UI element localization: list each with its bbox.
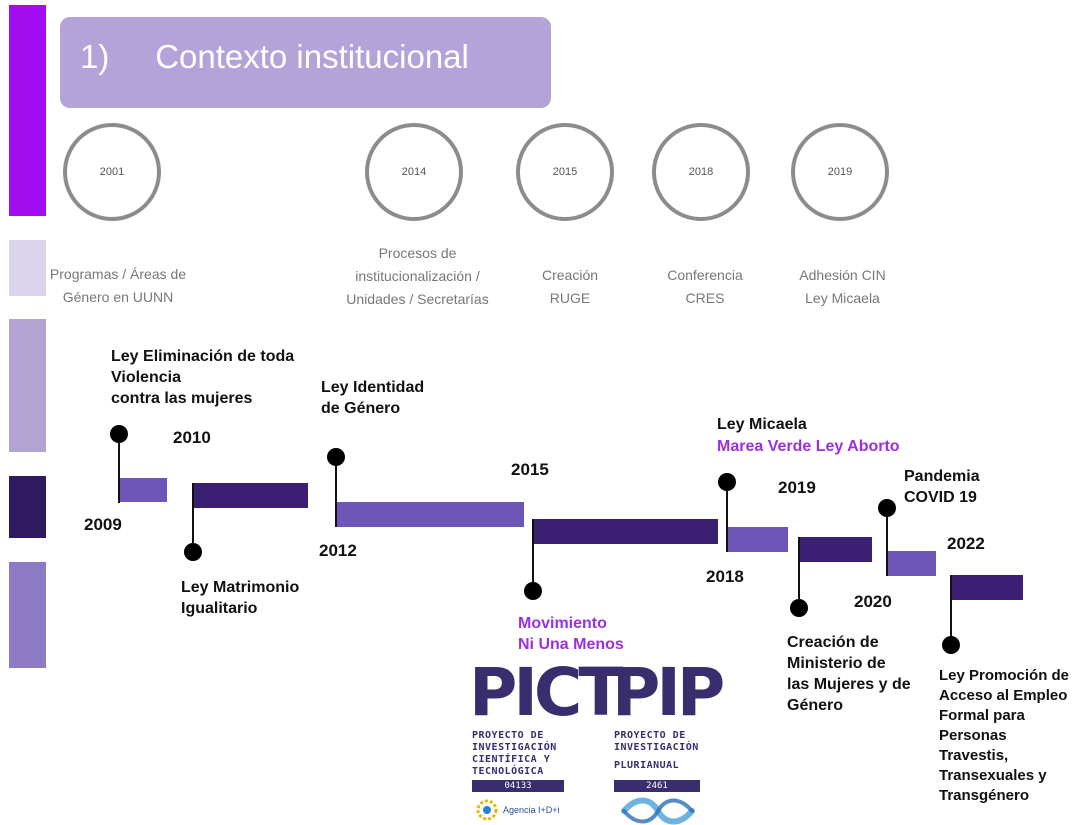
event-stem <box>118 433 120 503</box>
timeline-bar-2018 <box>726 527 788 552</box>
event-ley-violencia: Ley Eliminación de toda Violencia contra… <box>111 348 295 407</box>
stripe-dark <box>9 476 46 538</box>
milestone-label: Adhesión CIN Ley Micaela <box>799 267 886 306</box>
agency-logo: Agencia I+D+i <box>476 799 560 821</box>
milestone-circle: 2001 <box>63 123 161 221</box>
milestone-circle: 2015 <box>516 123 614 221</box>
event-ni-una-menos: Movimiento Ni Una Menos <box>518 615 624 653</box>
event-marker <box>184 543 202 561</box>
year-label: 2022 <box>947 534 985 553</box>
wave-icon <box>621 797 695 825</box>
pip-code: 2461 <box>614 780 700 792</box>
event-stem <box>886 507 888 576</box>
timeline-bar-2022 <box>950 575 1023 600</box>
year-label: 2012 <box>319 541 357 560</box>
year-label: 2019 <box>778 478 816 497</box>
event-ley-micaela: Ley Micaela <box>717 416 807 433</box>
event-ley-empleo: Ley Promoción de Acceso al Empleo Formal… <box>939 667 1070 804</box>
event-marker <box>790 599 808 617</box>
year-label: 2015 <box>511 460 549 479</box>
event-stem <box>950 575 952 645</box>
pip-caption: PROYECTO DE INVESTIGACIÓN PLURIANUAL <box>614 730 699 771</box>
milestone-year: 2019 <box>827 166 853 178</box>
year-label: 2010 <box>173 428 211 447</box>
event-stem <box>335 457 337 527</box>
timeline-bar-2020 <box>887 551 936 576</box>
year-label: 2018 <box>706 567 744 586</box>
stripe-lavender <box>9 319 46 452</box>
timeline-bar-2010 <box>192 483 308 508</box>
event-ministerio: Creación de Ministerio de las Mujeres y … <box>787 634 911 714</box>
title-banner <box>60 17 551 108</box>
milestone-circle: 2018 <box>652 123 750 221</box>
year-label: 2020 <box>854 592 892 611</box>
milestone-year: 2018 <box>688 166 714 178</box>
pip-mark: PIP <box>612 654 725 731</box>
milestone-label: Conferencia CRES <box>667 267 743 306</box>
timeline-bar-2012 <box>336 502 524 527</box>
timeline-bar-2019 <box>798 537 872 562</box>
event-marker <box>942 636 960 654</box>
title-label: Contexto institucional <box>155 38 469 75</box>
milestone-year: 2014 <box>401 166 427 178</box>
event-marker <box>878 499 896 517</box>
event-stem <box>532 519 534 591</box>
milestone-label: Creación RUGE <box>541 267 599 306</box>
milestone-circle: 2019 <box>791 123 889 221</box>
event-stem <box>726 481 728 552</box>
year-label: 2009 <box>84 515 122 534</box>
agency-icon <box>476 799 498 821</box>
event-stem <box>192 483 194 551</box>
event-marker <box>110 425 128 443</box>
event-ley-identidad: Ley Identidad de Género <box>321 379 425 417</box>
milestone-year: 2015 <box>552 166 578 178</box>
pict-caption: PROYECTO DE INVESTIGACIÓN CIENTÍFICA Y T… <box>472 730 557 777</box>
timeline-bar-2015 <box>532 519 718 544</box>
event-marker <box>524 582 542 600</box>
event-pandemia: Pandemia COVID 19 <box>904 468 980 506</box>
agency-name: Agencia I+D+i <box>503 805 560 815</box>
page-title: 1) Contexto institucional <box>80 38 469 76</box>
pict-mark: PICT <box>469 654 623 731</box>
stripe-medium <box>9 562 46 668</box>
milestone-year: 2001 <box>99 166 125 178</box>
milestone-label: Programas / Áreas de Género en UUNN <box>49 266 187 305</box>
pict-code: 04133 <box>472 780 564 792</box>
milestone-circle: 2014 <box>365 123 463 221</box>
event-marea-verde: Marea Verde Ley Aborto <box>717 438 900 455</box>
event-stem <box>798 537 800 607</box>
event-marker <box>327 448 345 466</box>
event-ley-matrimonio: Ley Matrimonio Igualitario <box>181 579 300 617</box>
milestone-label: Procesos de institucionalización / Unida… <box>346 245 489 307</box>
stripe-pale <box>9 240 46 296</box>
stripe-violet <box>9 5 46 216</box>
title-number: 1) <box>80 38 110 75</box>
timeline-bar-2009 <box>119 478 167 502</box>
event-marker <box>718 473 736 491</box>
